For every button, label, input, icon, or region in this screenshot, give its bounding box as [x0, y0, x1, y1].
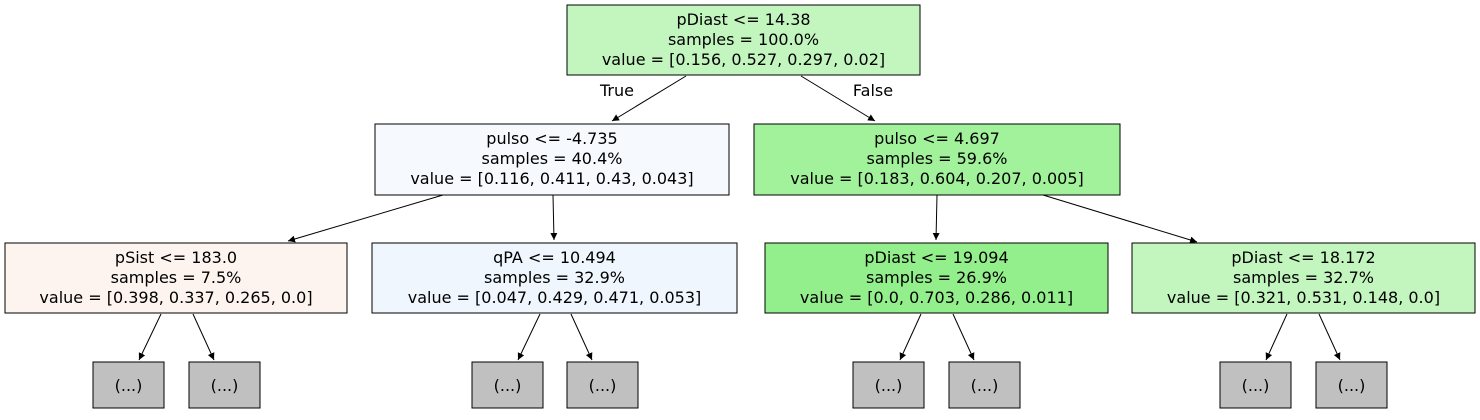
node-split-condition: pDiast <= 19.094: [864, 248, 1008, 267]
node-box: [948, 361, 1021, 409]
truncated-node-6: (...): [948, 361, 1021, 409]
node-split-condition: pSist <= 183.0: [115, 248, 237, 267]
tree-node-n1: pulso <= -4.735 samples = 40.4% value = …: [374, 123, 730, 196]
node-value: value = [0.156, 0.527, 0.297, 0.02]: [602, 50, 885, 69]
node-ellipsis: (...): [589, 376, 617, 395]
node-samples: samples = 59.6%: [867, 149, 1008, 168]
node-samples: samples = 7.5%: [111, 268, 242, 287]
truncated-node-4: (...): [566, 361, 639, 409]
node-box: [1315, 361, 1388, 409]
node-split-condition: pulso <= -4.735: [486, 129, 617, 148]
truncated-node-2: (...): [188, 361, 261, 409]
tree-node-n4: qPA <= 10.494 samples = 32.9% value = [0…: [371, 242, 738, 314]
node-box: [1219, 361, 1292, 409]
node-ellipsis: (...): [875, 376, 903, 395]
edge-n3-leaf1: [138, 313, 162, 361]
edge-n1-n3: [287, 194, 444, 243]
truncated-node-7: (...): [1219, 361, 1292, 409]
node-value: value = [0.398, 0.337, 0.265, 0.0]: [39, 288, 312, 307]
truncated-node-3: (...): [471, 361, 544, 409]
edge-label-true: True: [599, 81, 634, 100]
truncated-node-8: (...): [1315, 361, 1388, 409]
node-box: [852, 361, 925, 409]
edge-n3-leaf2: [192, 313, 215, 361]
node-box: [374, 123, 730, 196]
edge-root-n1: [611, 75, 687, 122]
node-split-condition: pulso <= 4.697: [874, 129, 1000, 148]
edge-n6-leaf2: [1318, 313, 1341, 361]
node-value: value = [0.047, 0.429, 0.471, 0.053]: [408, 288, 702, 307]
node-box: [188, 361, 261, 409]
node-ellipsis: (...): [971, 376, 999, 395]
node-box: [566, 361, 639, 409]
node-box: [1131, 242, 1476, 314]
edge-n6-leaf1: [1265, 313, 1288, 361]
truncated-node-5: (...): [852, 361, 925, 409]
node-split-condition: pDiast <= 14.38: [676, 10, 810, 29]
edge-n5-leaf1: [899, 313, 922, 361]
edge-n5-leaf2: [952, 313, 975, 361]
edge-root-n2: [800, 75, 876, 122]
edge-n4-leaf2: [570, 313, 593, 361]
node-split-condition: pDiast <= 18.172: [1231, 248, 1375, 267]
node-box: [92, 361, 165, 409]
tree-edges: [138, 75, 1341, 361]
edge-label-false: False: [853, 81, 893, 100]
node-samples: samples = 32.7%: [1233, 268, 1374, 287]
edge-n4-leaf1: [517, 313, 541, 361]
node-ellipsis: (...): [1338, 376, 1366, 395]
truncated-node-1: (...): [92, 361, 165, 409]
node-value: value = [0.321, 0.531, 0.148, 0.0]: [1167, 288, 1440, 307]
node-box: [4, 242, 348, 314]
tree-node-n6: pDiast <= 18.172 samples = 32.7% value =…: [1131, 242, 1476, 314]
edge-n2-n5: [932, 194, 940, 241]
node-box: [471, 361, 544, 409]
node-box: [371, 242, 738, 314]
node-ellipsis: (...): [211, 376, 239, 395]
node-samples: samples = 100.0%: [668, 30, 819, 49]
node-value: value = [0.183, 0.604, 0.207, 0.005]: [790, 169, 1084, 188]
node-split-condition: qPA <= 10.494: [493, 248, 616, 267]
tree-node-n5: pDiast <= 19.094 samples = 26.9% value =…: [764, 242, 1109, 314]
node-ellipsis: (...): [115, 376, 143, 395]
node-samples: samples = 26.9%: [866, 268, 1007, 287]
node-ellipsis: (...): [1242, 376, 1270, 395]
node-samples: samples = 32.9%: [484, 268, 625, 287]
node-box: [753, 123, 1121, 196]
tree-node-n3: pSist <= 183.0 samples = 7.5% value = [0…: [4, 242, 348, 314]
node-box: [764, 242, 1109, 314]
node-value: value = [0.116, 0.411, 0.43, 0.043]: [410, 169, 693, 188]
node-samples: samples = 40.4%: [482, 149, 623, 168]
edge-n2-n6: [1042, 194, 1198, 244]
node-value: value = [0.0, 0.703, 0.286, 0.011]: [800, 288, 1073, 307]
tree-node-root: pDiast <= 14.38 samples = 100.0% value =…: [566, 4, 921, 76]
tree-node-n2: pulso <= 4.697 samples = 59.6% value = […: [753, 123, 1121, 196]
node-ellipsis: (...): [494, 376, 522, 395]
node-box: [566, 4, 921, 76]
edge-n1-n4: [550, 194, 558, 241]
